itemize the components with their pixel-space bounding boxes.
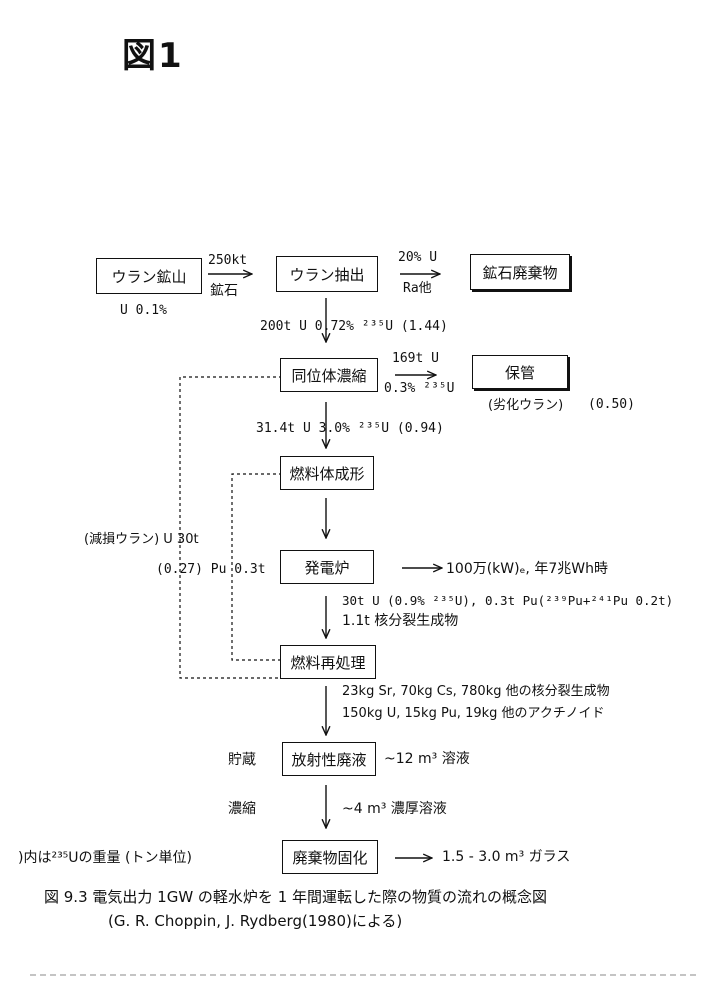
label-ore-waste-u: 20% U: [398, 250, 438, 265]
label-ore-word: 鉱石: [210, 283, 238, 299]
node-power-reactor: 発電炉: [280, 550, 374, 584]
label-glass-volume: 1.5 - 3.0 m³ ガラス: [442, 849, 571, 865]
figure-caption-line-1: 図 9.3 電気出力 1GW の軽水炉を 1 年間運転した際の物質の流れの概念図: [44, 888, 548, 906]
node-radioactive-waste-liquid: 放射性廃液: [282, 742, 376, 776]
label-extract-output: 200t U 0.72% ²³⁵U (1.44): [260, 319, 448, 334]
figure-caption-line-2: (G. R. Choppin, J. Rydberg(1980)による): [108, 912, 403, 930]
label-depleted-u: (減損ウラン) U 30t: [84, 532, 199, 547]
label-ore-amount: 250kt: [208, 253, 248, 268]
recycle-uranium-line: [179, 376, 282, 679]
label-tails-value: (0.50): [588, 397, 635, 412]
node-waste-solidification: 廃棄物固化: [282, 840, 378, 874]
label-tails-amount: 169t U: [392, 351, 439, 366]
label-reactor-output: 100万(kW)ₑ, 年7兆Wh時: [446, 561, 608, 577]
label-storage: 貯蔵: [228, 752, 256, 768]
label-tails-assay: 0.3% ²³⁵U: [384, 381, 455, 396]
label-mine-grade: U 0.1%: [120, 303, 167, 318]
node-uranium-extraction: ウラン抽出: [276, 256, 378, 292]
node-ore-waste: 鉱石廃棄物: [470, 254, 570, 290]
label-concentrated-volume: ~4 m³ 濃厚溶液: [342, 801, 447, 817]
node-uranium-mine: ウラン鉱山: [96, 258, 202, 294]
label-spent-fuel-1: 30t U (0.9% ²³⁵U), 0.3t Pu(²³⁹Pu+²⁴¹Pu 0…: [342, 593, 674, 608]
node-fuel-reprocessing: 燃料再処理: [280, 645, 376, 679]
label-concentrate: 濃縮: [228, 801, 256, 817]
node-isotope-enrichment: 同位体濃縮: [280, 358, 378, 392]
node-storage: 保管: [472, 355, 568, 389]
label-footnote: )内は²³⁵Uの重量 (トン単位): [18, 850, 192, 866]
label-ore-waste-ra: Ra他: [403, 281, 432, 296]
recycle-plutonium-line: [231, 473, 282, 661]
label-reprocess-out-1: 23kg Sr, 70kg Cs, 780kg 他の核分裂生成物: [342, 684, 610, 699]
label-tails-note: (劣化ウラン): [488, 398, 564, 413]
node-fuel-fabrication: 燃料体成形: [280, 456, 374, 490]
label-enriched-output: 31.4t U 3.0% ²³⁵U (0.94): [256, 421, 444, 436]
label-recycled-pu: (0.27) Pu 0.3t: [156, 562, 266, 577]
label-spent-fuel-2: 1.1t 核分裂生成物: [342, 613, 459, 629]
figure-label: 図1: [122, 36, 184, 76]
label-waste-volume: ~12 m³ 溶液: [384, 751, 470, 767]
label-reprocess-out-2: 150kg U, 15kg Pu, 19kg 他のアクチノイド: [342, 706, 605, 721]
